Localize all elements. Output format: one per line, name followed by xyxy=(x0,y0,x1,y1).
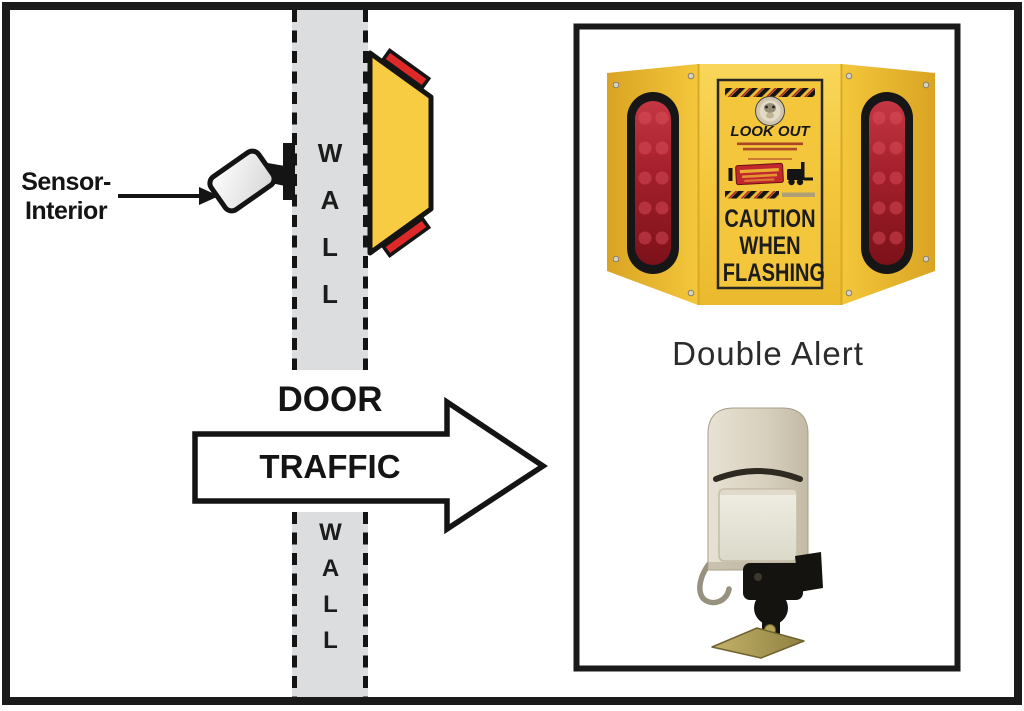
sensor-callout-line1: Sensor- xyxy=(21,168,111,196)
caution-line3: FLASHING xyxy=(722,259,826,287)
sensor-interior-callout: Sensor- Interior xyxy=(8,168,124,226)
lookout-headline: LOOK OUT xyxy=(730,123,810,140)
warning-label xyxy=(716,78,824,290)
lower-wall-label-box: WALL xyxy=(292,519,368,669)
fine-print-line xyxy=(782,192,815,197)
interior-sensor-icon xyxy=(207,148,277,214)
wall-upper xyxy=(292,10,368,370)
right-red-light xyxy=(861,92,913,274)
fine-print-line xyxy=(743,147,797,151)
mascot-logo-icon xyxy=(755,96,785,126)
brand-sticker xyxy=(735,162,784,186)
red-light-stripe-bottom xyxy=(380,216,432,258)
caution-stripe-band-top xyxy=(725,88,815,97)
exclamation-mark xyxy=(728,168,733,181)
product-name: Double Alert xyxy=(672,335,864,372)
sensor-bracket xyxy=(743,552,823,636)
double-alert-device xyxy=(607,64,935,305)
caution-when-flashing-label: CAUTION WHEN FLASHING xyxy=(722,205,826,287)
upper-wall-label: WALL xyxy=(315,138,345,326)
alert-device-top-view xyxy=(367,48,434,258)
caution-line1: CAUTION xyxy=(724,205,816,233)
fine-print-line xyxy=(748,158,792,160)
sensor-lens xyxy=(718,488,798,562)
device-screws xyxy=(612,72,930,297)
mount-base-plate xyxy=(711,627,805,659)
door-label: DOOR xyxy=(277,380,383,419)
callout-arrow-icon xyxy=(118,187,219,205)
sensor-slot xyxy=(713,468,803,482)
traffic-arrow-icon xyxy=(192,396,548,535)
sensor-cable xyxy=(697,554,732,606)
red-light-stripe-top xyxy=(380,48,432,90)
sensor-callout-line2: Interior xyxy=(24,197,108,225)
lower-wall-label: WALL xyxy=(317,519,344,663)
upper-wall-label-box: WALL xyxy=(292,138,368,328)
fine-print-line xyxy=(737,142,803,146)
left-red-light xyxy=(627,92,679,274)
motion-sensor-photo xyxy=(697,407,823,659)
traffic-label: TRAFFIC xyxy=(259,448,401,485)
wall-lower xyxy=(292,512,368,702)
caution-stripe-band-bottom xyxy=(725,191,779,199)
caution-line2: WHEN xyxy=(739,232,801,260)
forklift-icon xyxy=(787,162,813,186)
